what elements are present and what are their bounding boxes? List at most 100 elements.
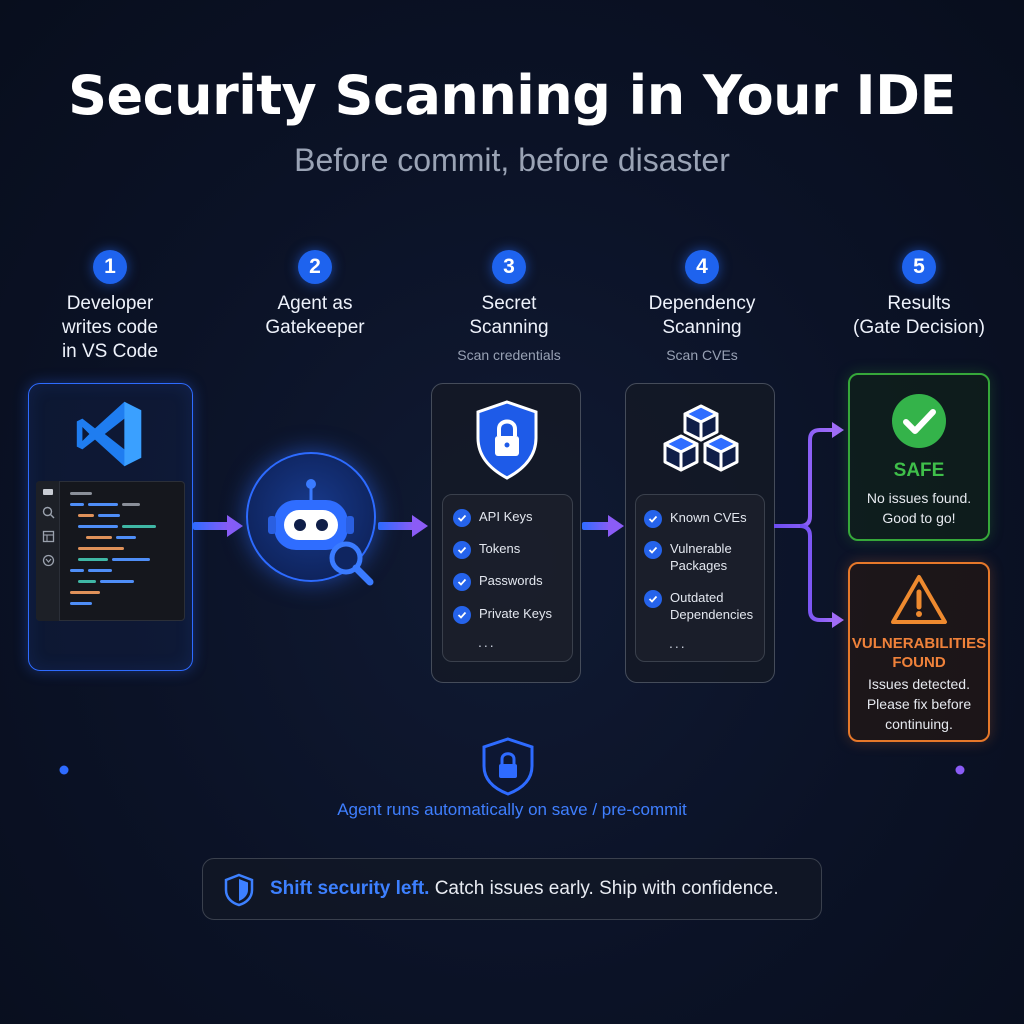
check-label: API Keys [479,509,533,524]
safe-message-line: Good to go! [882,510,956,526]
tagline-banner [202,858,822,920]
step-5-number: 5 [902,250,936,284]
check-label: Private Keys [479,606,552,621]
code-line [116,536,136,539]
check-label-line: Packages [670,558,728,573]
code-line [70,591,100,594]
code-line [70,602,92,605]
step-1-label-line: Developer [66,293,154,314]
checkmark-icon [453,509,471,527]
code-line [70,569,84,572]
more-items-indicator: ... [478,634,496,650]
vulnerabilities-message-line: Please fix before [866,696,972,712]
check-item: API Keys [453,508,532,527]
safe-message-line: No issues found. [866,490,972,506]
safe-title: SAFE [893,460,945,481]
step-5-label-line: (Gate Decision) [853,317,985,338]
step-1-label-line: in VS Code [61,341,159,362]
code-line [112,558,150,561]
tagline-text: Shift security left. Catch issues early.… [270,878,779,900]
code-line [70,492,92,495]
check-label-line: Dependencies [670,607,754,622]
step-3-label-line: Scanning [469,317,549,338]
package-cubes-icon [663,404,739,472]
check-label: Outdated Dependencies [670,589,753,623]
check-label: Known CVEs [670,510,747,525]
step-5-label: Results (Gate Decision) [824,292,1014,340]
checkmark-icon [453,573,471,591]
check-label: Passwords [479,573,543,588]
step-4-caption: Scan CVEs [666,347,738,363]
step-3-caption: Scan credentials [457,347,561,363]
vulnerabilities-message-line: Issues detected. [868,676,970,692]
code-line [78,558,108,561]
vulnerabilities-title-line: VULNERABILITIES [851,635,987,652]
check-label: Tokens [479,541,521,556]
code-line [98,514,120,517]
step-4-number: 4 [685,250,719,284]
check-item: Vulnerable Packages [644,540,732,574]
code-line [88,569,112,572]
code-line [122,525,156,528]
step-1-number: 1 [93,250,127,284]
step-2-number: 2 [298,250,332,284]
step-4-label: Dependency Scanning [607,292,797,340]
step-1-label-line: writes code [61,317,159,338]
vulnerabilities-message-line: continuing. [885,716,953,732]
shield-lock-icon [476,400,538,480]
check-item: Tokens [453,540,520,559]
code-line [78,547,124,550]
flow-arrow [193,515,243,537]
step-5-label-line: Results [887,293,951,314]
check-item: Known CVEs [644,509,747,528]
step-2-label-line: Gatekeeper [265,317,365,338]
check-item: Passwords [453,572,543,591]
source-control-icon [42,530,55,543]
step-1-label: Developer writes code in VS Code [15,292,205,364]
explorer-icon [43,489,53,495]
code-line [122,503,140,506]
check-item: Outdated Dependencies [644,589,753,623]
checkmark-icon [644,590,662,608]
code-line [86,536,112,539]
shield-icon [224,873,254,907]
vulnerabilities-title-line: FOUND [892,654,946,671]
code-line [88,503,118,506]
check-circle-icon [892,394,946,448]
safe-message: No issues found. Good to go! [848,488,990,528]
automation-note: Agent runs automatically on save / pre-c… [337,800,687,819]
flow-arrow [378,515,428,537]
step-4-label-line: Dependency [648,293,756,314]
check-label-line: Outdated [670,590,724,605]
check-label-line: Vulnerable [670,541,732,556]
tagline-accent: Shift security left. [270,878,430,899]
check-item: Private Keys [453,605,552,624]
editor-activity-bar [36,481,60,621]
tagline-rest: Catch issues early. Ship with confidence… [429,878,779,899]
step-3-number: 3 [492,250,526,284]
vulnerabilities-title: VULNERABILITIES FOUND [848,634,990,672]
automation-timeline [59,737,965,796]
robot-agent-icon [268,479,374,586]
step-2-label-line: Agent as [277,293,353,314]
vulnerabilities-message: Issues detected. Please fix before conti… [848,674,990,734]
checkmark-icon [644,510,662,528]
step-4-label-line: Scanning [662,317,742,338]
flow-arrow [582,515,624,537]
more-items-indicator: ... [669,635,687,651]
code-line [100,580,134,583]
code-line [78,580,96,583]
decision-branch-arrow [774,422,844,628]
code-line [78,514,94,517]
checkmark-icon [644,541,662,559]
code-line [70,503,84,506]
checkmark-icon [453,606,471,624]
extensions-icon [42,554,55,567]
step-3-label-line: Secret [481,293,537,314]
step-3-label: Secret Scanning [414,292,604,340]
warning-triangle-icon [891,575,947,624]
page-title: Security Scanning in Your IDE [68,64,956,127]
check-label: Vulnerable Packages [670,540,732,574]
search-icon [42,506,55,519]
code-line [78,525,118,528]
